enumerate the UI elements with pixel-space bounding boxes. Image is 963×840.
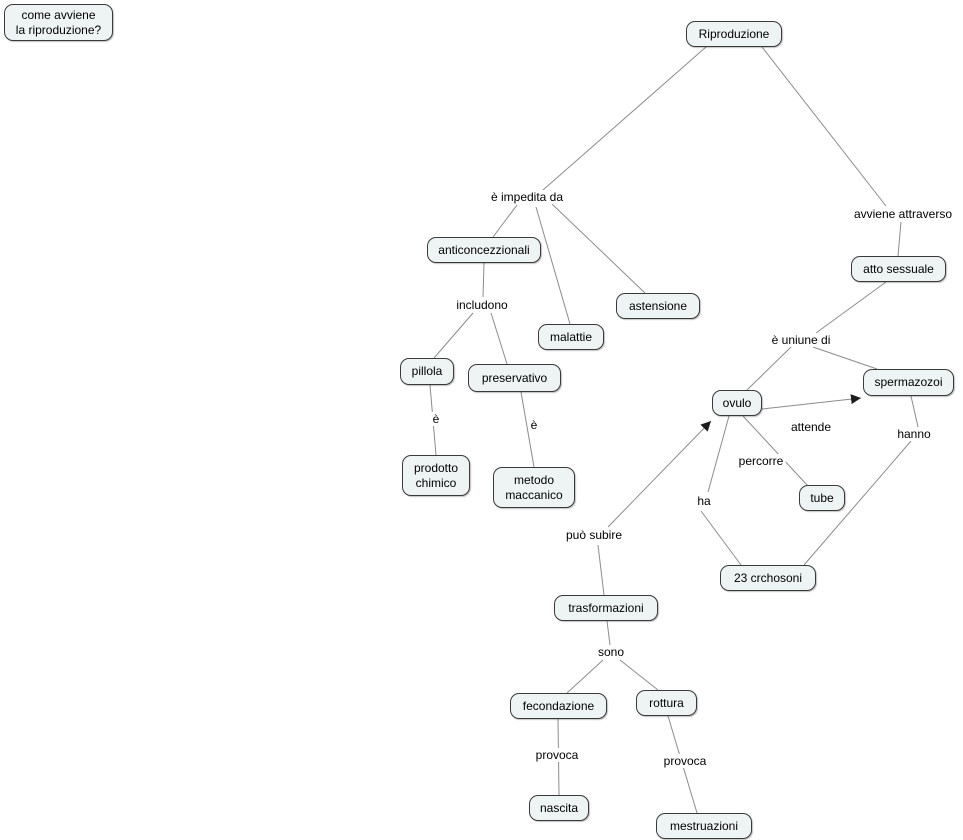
node-riproduzione[interactable]: Riproduzione	[686, 21, 782, 47]
link-label-puo-subire[interactable]: può subire	[563, 528, 625, 542]
node-spermazozoi[interactable]: spermazozoi	[863, 369, 954, 396]
node-tube[interactable]: tube	[799, 485, 845, 511]
edge-avviene-atto-sessuale	[897, 221, 902, 257]
node-ovulo[interactable]: ovulo	[712, 390, 762, 416]
node-anticoncezzionali[interactable]: anticoncezzionali	[427, 237, 541, 263]
edge-ovulo-percorre-tube	[742, 415, 809, 487]
edge-spermazozoi-hanno	[910, 395, 919, 428]
edge-puo-subire-ovulo	[607, 420, 712, 528]
link-label-provoca-sx[interactable]: provoca	[533, 748, 581, 762]
node-metodo-maccanico[interactable]: metodo maccanico	[493, 467, 575, 508]
edge-uniune-ovulo	[746, 346, 792, 391]
edge-ovulo-attende-spermazozoi	[761, 394, 862, 410]
link-label-sono[interactable]: sono	[595, 645, 627, 659]
edge-includono-pillola	[433, 312, 474, 359]
edge-hanno-crchosoni	[803, 440, 912, 566]
edge-anticoncezzionali-includono	[482, 262, 485, 298]
edge-sono-fecondazione	[566, 659, 604, 694]
node-fecondazione[interactable]: fecondazione	[510, 693, 607, 719]
link-label-e-uniune-di[interactable]: è uniune di	[769, 333, 833, 347]
edge-impedita-malattie	[535, 206, 571, 325]
node-malattie[interactable]: malattie	[538, 324, 604, 350]
edge-riproduzione-impedita	[542, 46, 707, 191]
link-label-e-pillola[interactable]: è	[430, 412, 442, 426]
edge-sono-rottura	[619, 659, 659, 691]
link-label-attende[interactable]: attende	[788, 420, 834, 434]
link-label-avviene-attraverso[interactable]: avviene attraverso	[851, 207, 955, 221]
node-question[interactable]: come avviene la riproduzione?	[4, 4, 113, 41]
edge-ovulo-ha	[707, 415, 730, 493]
edge-impedita-astensione	[551, 203, 646, 294]
edge-includono-preservativo	[490, 312, 508, 365]
edge-preservativo-metodo-maccanico	[520, 391, 535, 468]
link-label-e-preservativo[interactable]: è	[528, 418, 540, 432]
edge-impedita-anticoncezzionali	[492, 204, 518, 238]
node-crchosoni[interactable]: 23 crchosoni	[720, 565, 816, 591]
node-pillola[interactable]: pillola	[400, 358, 454, 385]
node-astensione[interactable]: astensione	[616, 293, 700, 319]
edge-riproduzione-avviene	[761, 46, 887, 207]
node-rottura[interactable]: rottura	[636, 690, 697, 716]
node-trasformazioni[interactable]: trasformazioni	[554, 595, 658, 621]
link-label-percorre[interactable]: percorre	[736, 454, 786, 468]
link-label-e-impedita-da[interactable]: è impedita da	[488, 190, 566, 204]
node-prodotto-chimico[interactable]: prodotto chimico	[402, 455, 470, 496]
edge-trasformazioni-sono	[606, 620, 611, 646]
edge-ha-crchosoni	[700, 510, 742, 566]
node-atto-sessuale[interactable]: atto sessuale	[851, 256, 946, 282]
edge-uniune-spermazozoi	[812, 346, 878, 370]
node-preservativo[interactable]: preservativo	[468, 364, 561, 392]
node-mestruazioni[interactable]: mestruazioni	[656, 813, 752, 839]
edge-atto-sessuale-uniune	[815, 281, 887, 334]
link-label-ha[interactable]: ha	[695, 494, 713, 508]
node-nascita[interactable]: nascita	[529, 795, 589, 821]
edge-puo-subire-trasformazioni	[597, 544, 605, 596]
link-label-includono[interactable]: includono	[454, 298, 510, 312]
link-label-provoca-dx[interactable]: provoca	[661, 754, 709, 768]
link-label-hanno[interactable]: hanno	[895, 427, 933, 441]
